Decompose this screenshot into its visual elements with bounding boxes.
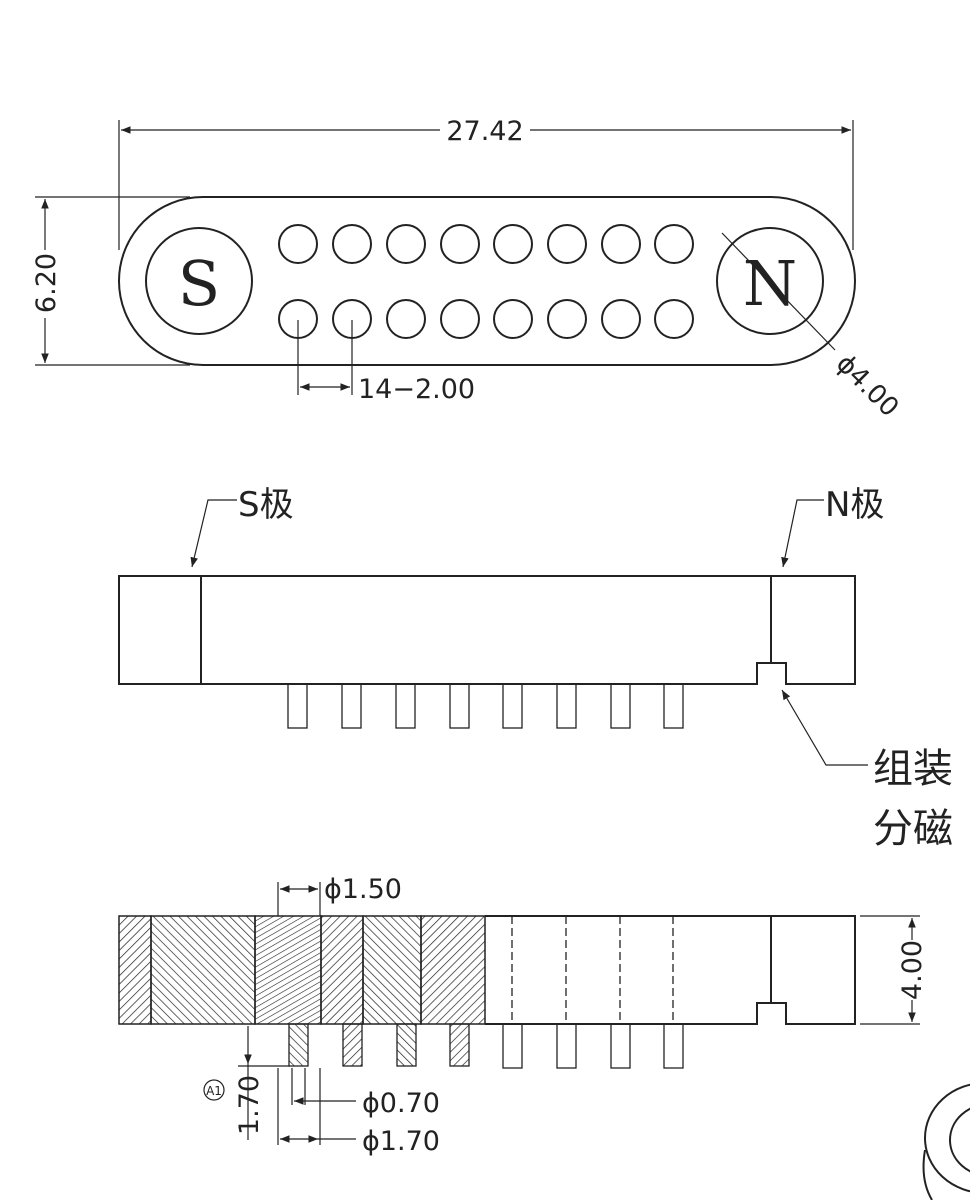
top-view: 27.42 6.20 S N ϕ4.00: [31, 116, 904, 423]
tip-diameter-value: ϕ0.70: [362, 1088, 440, 1119]
north-pole-label: N极: [825, 485, 884, 525]
connector-body-outline: [118, 196, 856, 366]
north-pole-leader: [781, 499, 824, 568]
pin-hole: [386, 299, 426, 339]
pin-hole: [332, 224, 372, 264]
length-value: 27.42: [446, 116, 523, 147]
length-dimension: 27.42: [118, 116, 854, 250]
height-dimension: 6.20: [31, 196, 190, 366]
south-magnet: [145, 227, 253, 335]
section-view: ϕ1.50: [118, 874, 928, 1157]
pin-hole: [654, 299, 694, 339]
section-body-outline: [485, 915, 856, 1025]
pin-hole: [601, 299, 641, 339]
south-pole-leader: [190, 499, 237, 568]
pin-hole: [493, 224, 533, 264]
pin: [556, 1023, 577, 1069]
south-pole-label: S极: [238, 485, 294, 525]
body-height-dimension: 4.00: [860, 915, 928, 1025]
pin: [395, 683, 416, 729]
pin-hole: [440, 299, 480, 339]
base-diameter-dimension: ϕ1.70: [277, 1068, 440, 1157]
pin: [341, 683, 362, 729]
pin-hole: [547, 224, 587, 264]
side-view: S极 N极 组装 分磁: [118, 485, 953, 852]
pin: [449, 683, 470, 729]
pin: [663, 1023, 684, 1069]
callout-symbol: A1: [206, 1084, 222, 1098]
note-line-1: 组装: [873, 746, 953, 792]
pin: [610, 1023, 631, 1069]
hatched-section: [118, 915, 486, 1067]
pin: [610, 683, 631, 729]
note-line-2: 分磁: [873, 806, 953, 852]
callout-symbol-circle: [203, 1079, 225, 1101]
magnet-diameter-value: ϕ4.00: [830, 349, 904, 423]
pitch-value: 14−2.00: [358, 374, 475, 405]
pin: [502, 1023, 523, 1069]
pin-hole: [654, 224, 694, 264]
hole-diameter-value: ϕ1.50: [324, 874, 402, 905]
side-pins: [287, 683, 684, 729]
pitch-dimension: 14−2.00: [297, 320, 475, 405]
pin-hole: [601, 224, 641, 264]
pin-height-value: 1.70: [234, 1075, 265, 1135]
pin-hole: [547, 299, 587, 339]
pin-hole: [278, 224, 318, 264]
section-pins: [502, 1023, 684, 1069]
pin: [502, 683, 523, 729]
tip-diameter-dimension: ϕ0.70: [291, 1068, 440, 1119]
pin: [287, 683, 308, 729]
body-height-value: 4.00: [897, 940, 928, 1000]
partial-3d-view: [922, 1083, 970, 1200]
magnet-diameter-leader: [721, 232, 836, 351]
height-value: 6.20: [31, 253, 62, 313]
side-body-outline: [118, 575, 856, 685]
base-diameter-value: ϕ1.70: [362, 1126, 440, 1157]
north-magnet: [716, 227, 824, 335]
pin: [663, 683, 684, 729]
pin-height-dimension: 1.70 A1: [203, 1026, 290, 1140]
pin-hole: [386, 224, 426, 264]
hidden-pin-lines: [511, 916, 674, 1024]
pin-hole: [440, 224, 480, 264]
pin-holes: [278, 224, 694, 339]
pin-hole: [493, 299, 533, 339]
pin: [556, 683, 577, 729]
hole-diameter-dimension: ϕ1.50: [277, 874, 402, 916]
note-leader: [781, 689, 868, 766]
south-label: S: [178, 247, 220, 320]
